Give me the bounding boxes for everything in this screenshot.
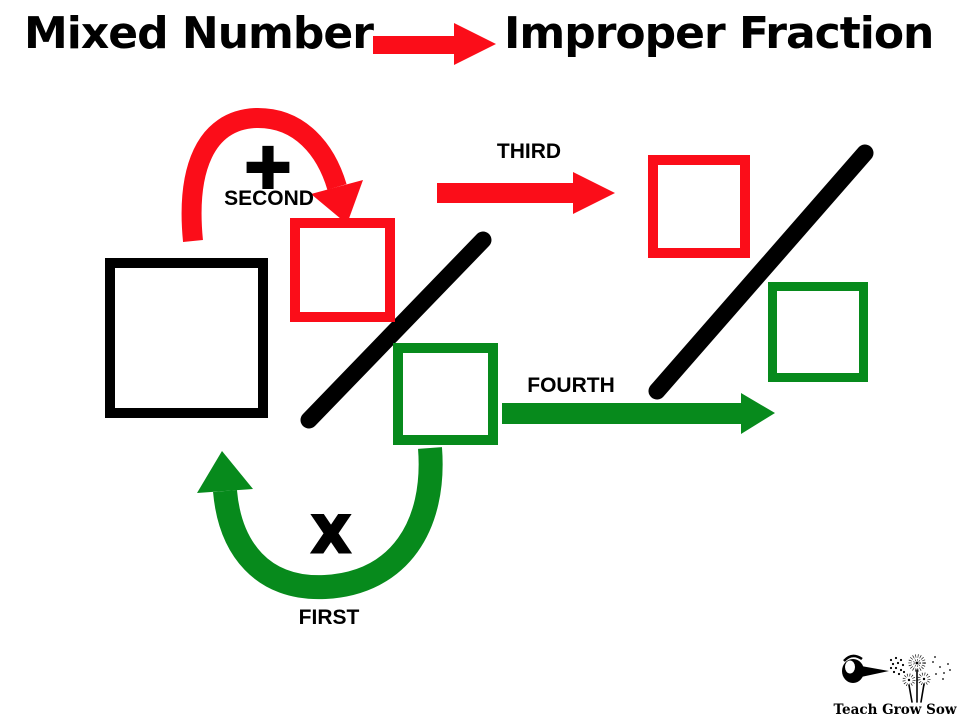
improper-numerator-box bbox=[648, 155, 750, 258]
mixed-denominator-box bbox=[393, 343, 498, 445]
logo-text: Teach Grow Sow bbox=[834, 702, 957, 718]
logo-dandelion-icon bbox=[902, 654, 951, 703]
logo-watering-can-icon bbox=[842, 654, 906, 683]
fourth-arrow-icon bbox=[502, 393, 775, 434]
step-label-first: FIRST bbox=[298, 606, 360, 629]
title-arrow-icon bbox=[373, 23, 496, 65]
step-label-second: SECOND bbox=[224, 187, 314, 210]
step-label-fourth: FOURTH bbox=[527, 374, 615, 397]
title-improper-fraction: Improper Fraction bbox=[504, 8, 934, 59]
plus-operator: + bbox=[240, 129, 296, 202]
multiply-operator: X bbox=[310, 506, 352, 564]
third-arrow-icon bbox=[437, 172, 615, 214]
step-label-third: THIRD bbox=[496, 140, 562, 163]
mixed-numerator-box bbox=[290, 218, 395, 322]
title-mixed-number: Mixed Number bbox=[24, 8, 374, 59]
logo: Teach Grow Sow bbox=[833, 650, 958, 718]
improper-denominator-box bbox=[768, 282, 868, 382]
mixed-whole-number-box bbox=[105, 258, 268, 418]
